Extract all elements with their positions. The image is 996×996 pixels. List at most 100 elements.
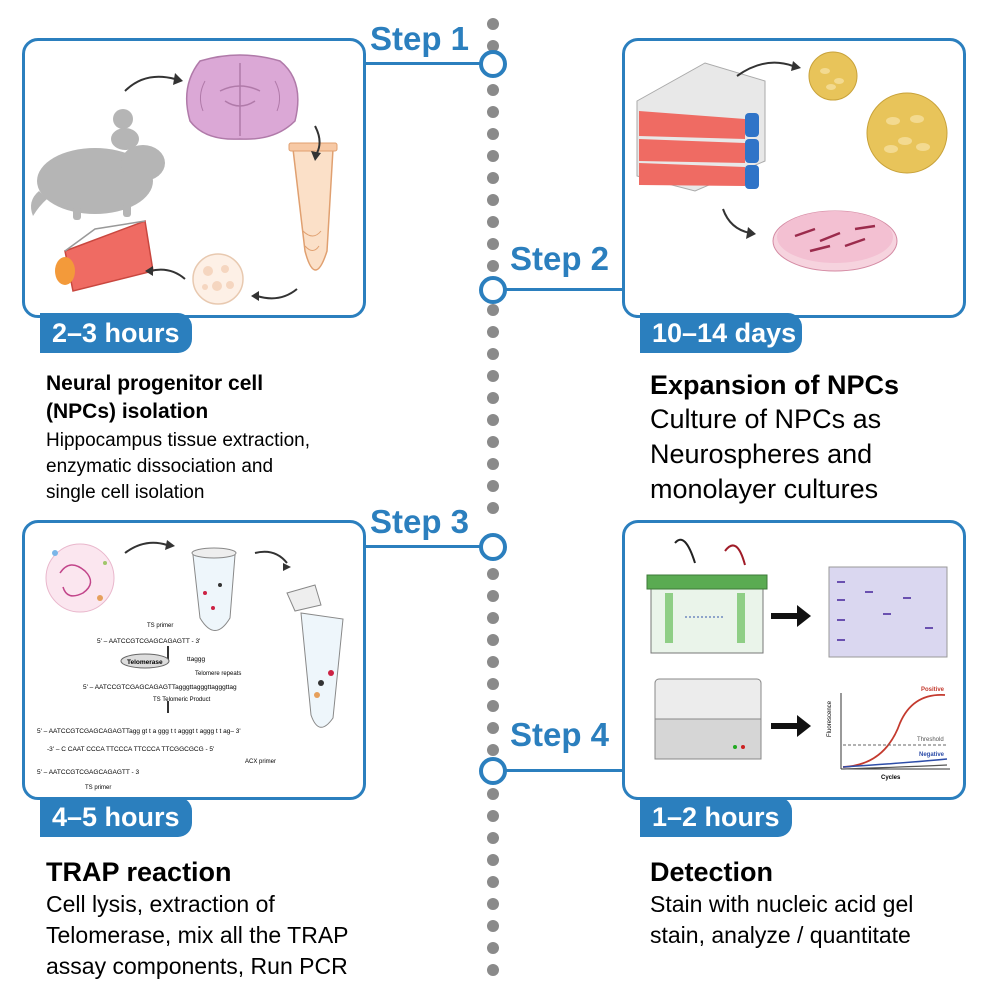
step-3-panel: TS primer 5' – AATCCGTCGAGCAGAGTT - 3' T…: [22, 520, 366, 800]
ts-primer-label-2: TS primer: [85, 785, 111, 791]
timeline-dot: [487, 480, 499, 492]
step-3-desc-line3: assay components, Run PCR: [46, 953, 348, 979]
seq-1: 5' – AATCCGTCGAGCAGAGTT - 3': [97, 638, 200, 645]
single-cells-icon: [192, 253, 244, 305]
timeline-dot: [487, 722, 499, 734]
timeline-dot: [487, 348, 499, 360]
step-4-duration: 1–2 hours: [640, 797, 792, 837]
step-2-desc-line2: Neurospheres and: [650, 439, 873, 469]
ts-primer-label: TS primer: [147, 623, 173, 629]
step-2-title: Expansion of NPCs: [650, 370, 900, 400]
step-4-node: [479, 757, 507, 785]
acx-primer-label: ACX primer: [245, 759, 276, 765]
step-2-node: [479, 276, 507, 304]
step-1-label: Step 1: [370, 20, 470, 57]
reaction-tube-icon: [191, 547, 237, 631]
expansion-illustration: [636, 51, 948, 272]
timeline-dot: [487, 964, 499, 976]
positive-label: Positive: [921, 687, 945, 693]
timeline-dot: [487, 392, 499, 404]
step-1-title-line2: (NPCs) isolation: [46, 400, 209, 423]
telomerase-label: Telomerase: [127, 659, 163, 666]
step-1-title-line1: Neural progenitor cell: [46, 372, 264, 395]
step-2-duration: 10–14 days: [640, 313, 802, 353]
step-3-duration: 4–5 hours: [40, 797, 192, 837]
timeline-dot: [487, 458, 499, 470]
timeline-dot: [487, 260, 499, 272]
step-4-panel: Fluorescence Cycles Positive Threshold N…: [622, 520, 966, 800]
brain-section-icon: [185, 54, 299, 140]
step-1-duration: 2–3 hours: [40, 313, 192, 353]
timeline-dot: [487, 744, 499, 756]
timeline-dot: [487, 304, 499, 316]
step-3-label: Step 3: [370, 503, 470, 540]
timeline-dot: [487, 810, 499, 822]
detection-illustration: Fluorescence Cycles Positive Threshold N…: [646, 538, 950, 781]
timeline-dot: [487, 568, 499, 580]
timeline-dot: [487, 326, 499, 338]
telomere-repeats-label: Telomere repeats: [195, 671, 241, 677]
step-1-desc-line2: enzymatic dissociation and: [46, 456, 274, 477]
timeline-dot: [487, 920, 499, 932]
step-2-label: Step 2: [510, 240, 610, 277]
timeline-dot: [487, 370, 499, 382]
timeline-dot: [487, 634, 499, 646]
timeline-dot: [487, 788, 499, 800]
neurosphere-large-icon: [866, 92, 948, 174]
isolation-illustration: [31, 54, 338, 305]
timeline-dot: [487, 128, 499, 140]
plot-ylabel: Fluorescence: [827, 700, 833, 737]
timeline-dot: [487, 876, 499, 888]
timeline-dot: [487, 414, 499, 426]
timeline-dot: [487, 436, 499, 448]
mouse-icon: [31, 109, 165, 220]
step-3-connector: [360, 545, 480, 548]
neurosphere-small-icon: [808, 51, 858, 101]
timeline-dot: [487, 898, 499, 910]
pcr-tube-icon: [286, 584, 344, 728]
step-2-connector: [506, 288, 622, 291]
step-4-connector: [506, 769, 622, 772]
qpcr-machine-icon: [654, 678, 762, 760]
seq-5: 5' – AATCCGTCGAGCAGAGTT - 3: [37, 769, 140, 776]
step-4-label: Step 4: [510, 716, 610, 753]
timeline-dot: [487, 656, 499, 668]
step-1-desc-line3: single cell isolation: [46, 482, 205, 503]
process-arrows: [124, 75, 321, 300]
plot-xlabel: Cycles: [881, 775, 901, 781]
timeline-dot: [487, 106, 499, 118]
timeline-dot: [487, 832, 499, 844]
timeline-dot: [487, 150, 499, 162]
petri-dish-icon: [772, 210, 898, 272]
timeline-dot: [487, 942, 499, 954]
step-4-title: Detection: [650, 857, 774, 887]
timeline-dot: [487, 18, 499, 30]
step-2-desc-line3: monolayer cultures: [650, 474, 879, 504]
step-4-desc-line2: stain, analyze / quantitate: [650, 922, 911, 948]
step-1-desc-line1: Hippocampus tissue extraction,: [46, 430, 311, 451]
ts-telomeric-product-label: TS Telomeric Product: [153, 697, 211, 703]
step-4-desc-line1: Stain with nucleic acid gel: [650, 891, 914, 917]
seq-2: 5' – AATCCGTCGAGCAGAGTTagggttagggttagggt…: [83, 684, 237, 691]
timeline-dot: [487, 40, 499, 52]
seq-4: -3' – C CAAT CCCA TTCCCA TTCCCA TTCGGCGC…: [47, 746, 214, 753]
step-3-title: TRAP reaction: [46, 857, 232, 887]
negative-label: Negative: [919, 752, 945, 758]
timeline-dot: [487, 612, 499, 624]
step-3-desc-line1: Cell lysis, extraction of: [46, 891, 275, 917]
timeline-dot: [487, 172, 499, 184]
step-1-node: [479, 50, 507, 78]
gel-image-icon: [828, 566, 948, 658]
timeline-dot: [487, 238, 499, 250]
step-1-connector: [364, 62, 480, 65]
timeline-dot: [487, 502, 499, 514]
timeline-dot: [487, 854, 499, 866]
gel-electrophoresis-icon: [646, 538, 768, 654]
threshold-label: Threshold: [917, 737, 944, 743]
step-3-desc-line2: Telomerase, mix all the TRAP: [46, 922, 349, 948]
amplification-plot: [840, 693, 950, 770]
step-2-desc-line1: Culture of NPCs as: [650, 404, 882, 434]
tube-icon: [288, 142, 338, 271]
timeline-dot: [487, 216, 499, 228]
timeline-dot: [487, 678, 499, 690]
